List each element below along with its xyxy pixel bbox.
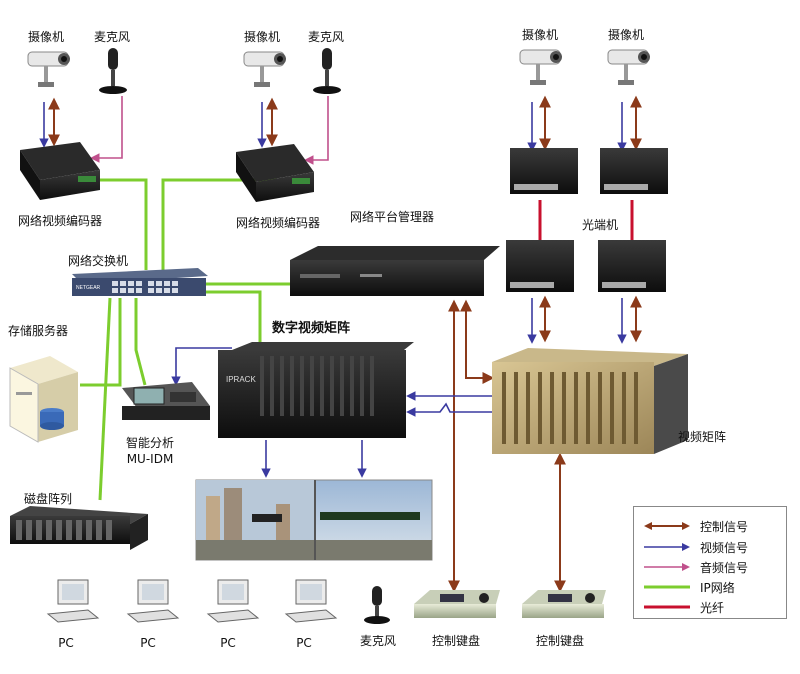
pc-label: PC xyxy=(58,636,74,650)
microphone-icon xyxy=(313,48,341,94)
pc-icon xyxy=(46,579,100,623)
legend-item-audio: 音频信号 xyxy=(634,558,786,576)
control-keyboard-label: 控制键盘 xyxy=(535,634,585,648)
pc-label: PC xyxy=(220,636,236,650)
video-signals xyxy=(39,102,627,478)
ip-link-analysis xyxy=(134,298,147,386)
legend-item-fiber: 光纤 xyxy=(634,598,786,616)
line-icon xyxy=(644,605,690,609)
legend: 控制信号 视频信号 音频信号 IP网络 光纤 xyxy=(633,506,787,619)
storage-server-device xyxy=(9,356,78,443)
control-keyboard-device xyxy=(522,590,606,618)
camera-icon xyxy=(519,49,562,85)
legend-label: 音频信号 xyxy=(700,561,749,575)
ip-link-storage xyxy=(80,298,122,387)
camera-label: 摄像机 xyxy=(607,28,645,42)
smart-analysis-device xyxy=(122,382,210,420)
ip-link-disk-array xyxy=(98,297,112,501)
microphone-icon xyxy=(364,586,390,624)
line-icon xyxy=(644,585,690,589)
control-keyboard-device xyxy=(414,590,500,618)
legend-label: 控制信号 xyxy=(700,520,749,534)
camera-icon xyxy=(243,51,286,87)
legend-item-control: 控制信号 xyxy=(634,517,786,535)
storage-server-label: 存储服务器 xyxy=(8,324,69,338)
disk-array-device xyxy=(10,506,148,550)
platform-manager-device xyxy=(290,246,500,296)
video-matrix-label: 视频矩阵 xyxy=(678,430,727,444)
smart-analysis-label: 智能分析 xyxy=(125,436,175,450)
disk-array-label: 磁盘阵列 xyxy=(24,492,73,506)
encoder-device xyxy=(236,144,314,202)
encoder-device xyxy=(20,142,100,200)
video-matrix-device xyxy=(492,348,688,454)
optical-transceiver-label: 光端机 xyxy=(582,218,619,232)
encoder-label: 网络视频编码器 xyxy=(236,216,321,230)
fiber-lines xyxy=(538,200,634,240)
encoder-label: 网络视频编码器 xyxy=(18,214,103,228)
camera-label: 摄像机 xyxy=(243,30,281,44)
legend-label: 光纤 xyxy=(700,601,725,615)
legend-item-video: 视频信号 xyxy=(634,538,786,556)
control-signals xyxy=(48,95,642,593)
video-wall-display xyxy=(195,479,433,561)
network-switch-device: NETGEAR xyxy=(72,268,208,296)
camera-icon xyxy=(607,49,650,85)
camera-label: 摄像机 xyxy=(27,30,65,44)
smart-analysis-model-label: MU-IDM xyxy=(126,452,174,466)
pc-icon xyxy=(126,579,180,623)
camera-icon xyxy=(27,51,70,87)
pc-label: PC xyxy=(140,636,156,650)
arrow-icon xyxy=(644,543,690,551)
digital-matrix-device: IPRACK xyxy=(218,342,414,438)
legend-item-ip: IP网络 xyxy=(634,578,786,596)
microphone-label: 麦克风 xyxy=(359,634,397,648)
matrix-brand-text: IPRACK xyxy=(226,375,256,384)
camera-label: 摄像机 xyxy=(521,28,559,42)
control-keyboard-label: 控制键盘 xyxy=(431,634,481,648)
pc-icon xyxy=(206,579,260,623)
digital-matrix-label: 数字视频矩阵 xyxy=(272,321,351,336)
microphone-label: 麦克风 xyxy=(93,30,131,44)
legend-label: IP网络 xyxy=(700,581,735,595)
legend-label: 视频信号 xyxy=(700,541,749,555)
switch-brand-text: NETGEAR xyxy=(76,285,101,291)
microphone-icon xyxy=(99,48,127,94)
arrow-icon xyxy=(644,563,690,571)
optical-transceiver-device xyxy=(506,148,668,292)
platform-manager-label: 网络平台管理器 xyxy=(350,210,435,224)
audio-signals xyxy=(90,96,329,165)
microphone-label: 麦克风 xyxy=(307,30,345,44)
double-arrow-icon xyxy=(644,522,690,530)
ip-link-digital-matrix xyxy=(206,290,262,345)
pc-label: PC xyxy=(296,636,312,650)
pc-icon xyxy=(284,579,338,623)
network-switch-label: 网络交换机 xyxy=(68,254,129,268)
